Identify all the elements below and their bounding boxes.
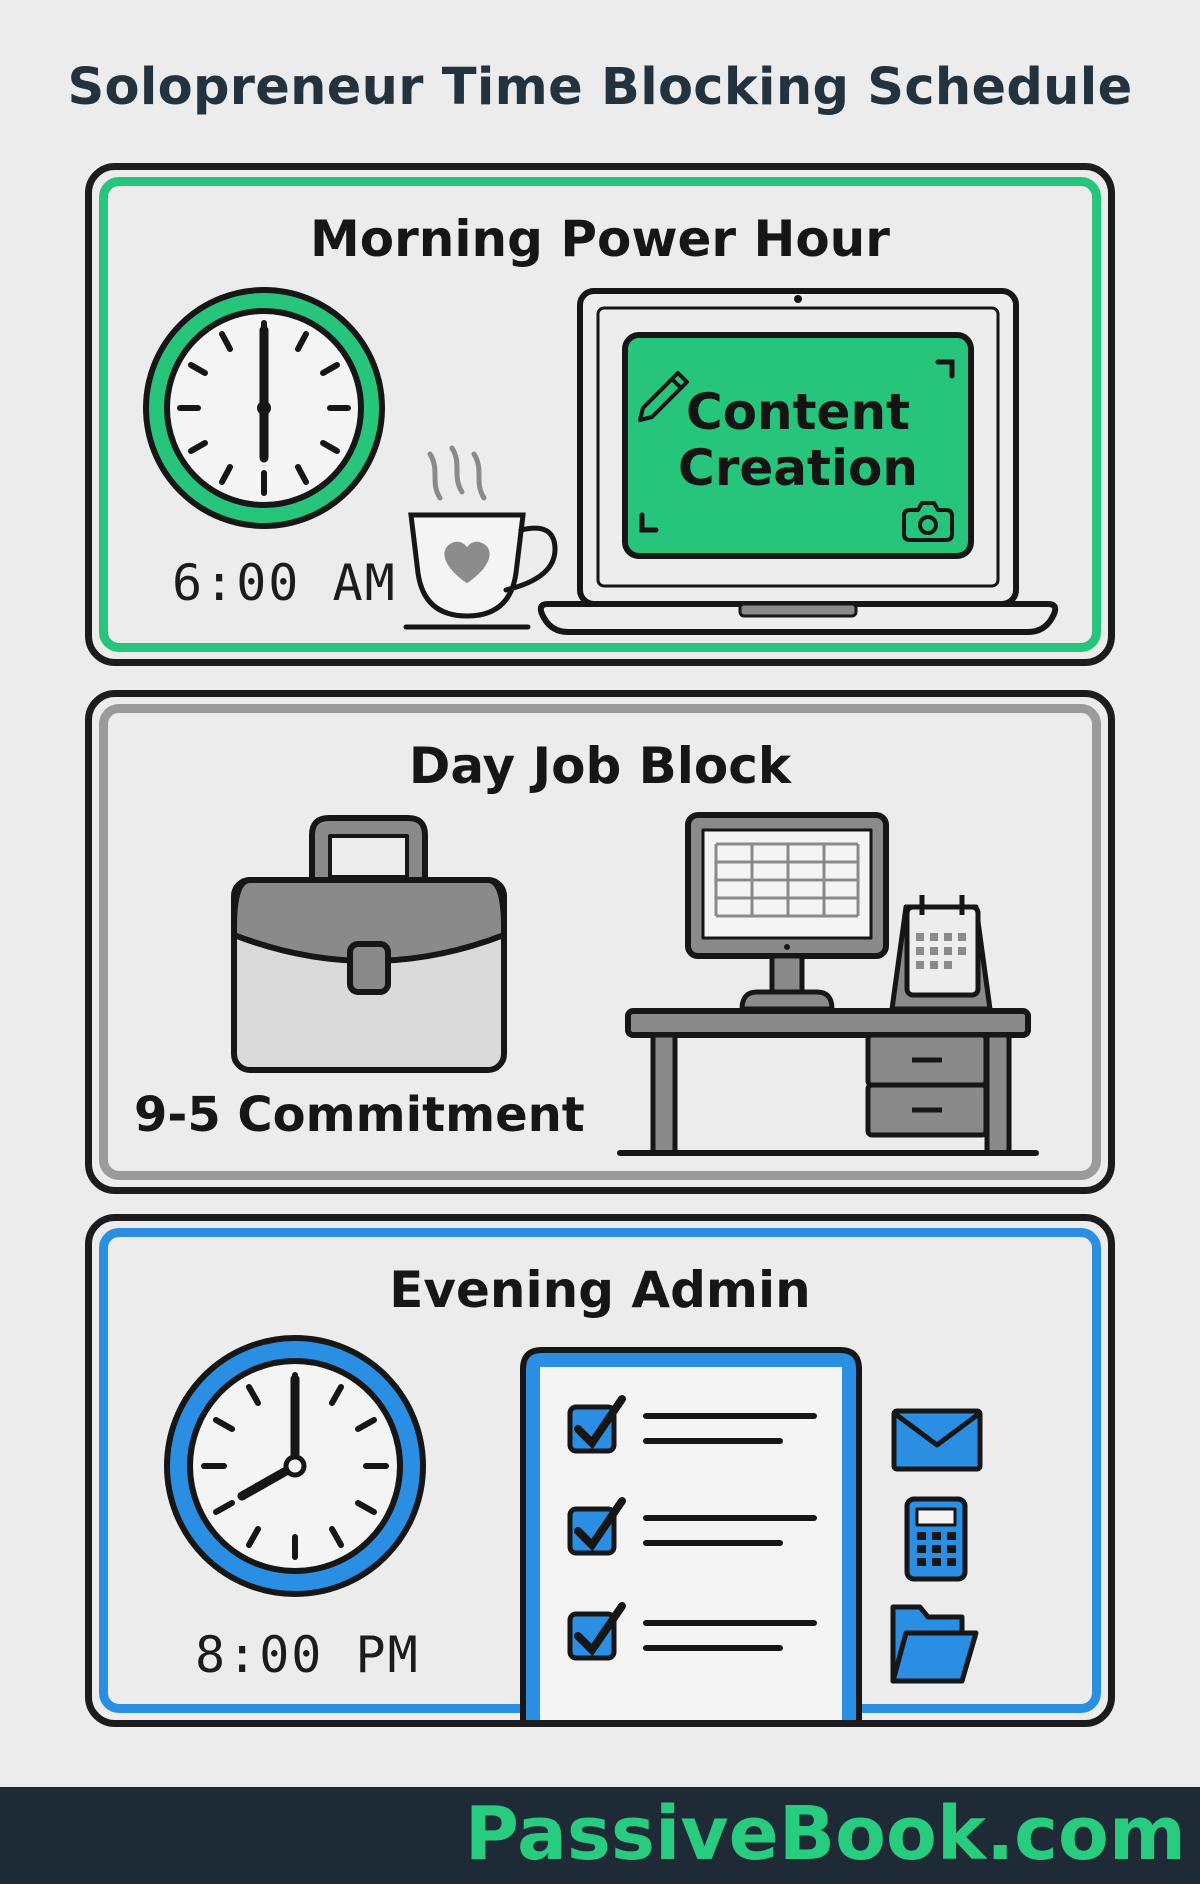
briefcase-icon — [231, 815, 507, 1073]
clock-icon — [164, 1335, 426, 1597]
pencil-icon — [638, 371, 689, 422]
content-creation-label: Content Creation — [678, 383, 918, 497]
page-title: Solopreneur Time Blocking Schedule — [67, 58, 1133, 117]
brand-link[interactable]: PassiveBook.com — [464, 1791, 1186, 1877]
coffee-cup-icon — [403, 445, 558, 630]
day-job-block-panel: Day Job Block — [85, 690, 1115, 1194]
commitment-label: 9-5 Commitment — [134, 1087, 585, 1143]
desk-calendar-icon — [889, 895, 993, 1012]
evening-admin-panel: Evening Admin — [85, 1214, 1115, 1727]
day-job-illustration — [231, 812, 1039, 1156]
monitor-spreadsheet-icon — [685, 812, 889, 1012]
envelope-icon — [891, 1408, 983, 1472]
camera-icon — [902, 501, 954, 542]
calculator-icon — [904, 1496, 968, 1582]
morning-block-title: Morning Power Hour — [310, 210, 890, 268]
folder-icon — [890, 1604, 979, 1684]
day-job-block-title: Day Job Block — [408, 737, 792, 795]
evening-admin-title: Evening Admin — [389, 1261, 811, 1319]
desk-icon — [617, 1008, 1039, 1156]
evening-illustration — [164, 1335, 983, 1720]
laptop-icon — [537, 288, 1059, 635]
evening-time-display: 8:00 PM — [195, 1626, 420, 1684]
clock-icon — [143, 287, 385, 529]
morning-time-display: 6:00 AM — [172, 554, 397, 612]
morning-power-hour-panel: Morning Power Hour — [85, 163, 1115, 666]
morning-illustration — [143, 287, 1059, 635]
footer-bar: PassiveBook.com — [0, 1787, 1200, 1884]
checklist-icon — [520, 1347, 862, 1720]
